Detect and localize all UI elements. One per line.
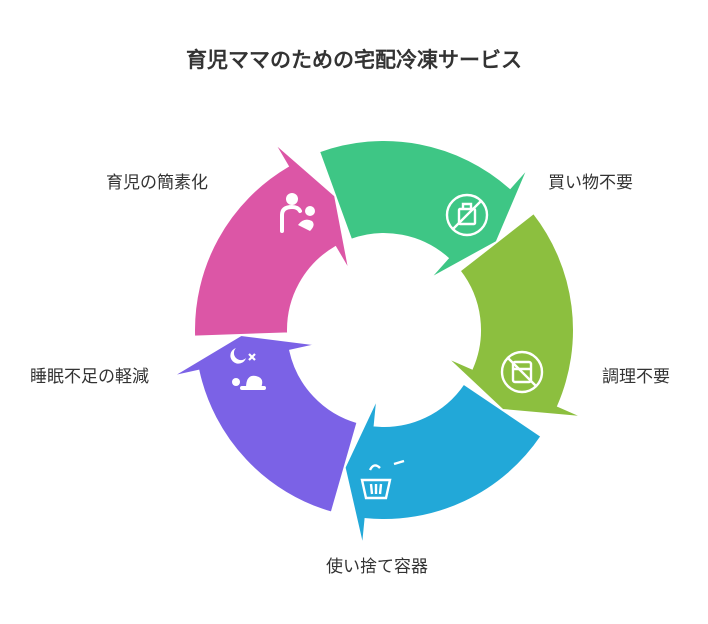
arrow-disposable-container (343, 382, 543, 548)
sleeping-person-icon (230, 348, 266, 390)
segment-label-childcare-simplify: 育児の簡素化 (106, 173, 208, 193)
parent-child-icon (280, 193, 315, 233)
trash-basket-icon (360, 459, 405, 500)
no-cooking-icon (500, 350, 544, 394)
arrow-no-shopping (317, 139, 530, 281)
segment-label-disposable-container: 使い捨て容器 (326, 557, 428, 577)
arrow-no-cooking (445, 211, 585, 419)
no-shopping-bag-icon (445, 193, 489, 237)
segment-label-no-shopping: 買い物不要 (548, 173, 633, 193)
arrow-sleep-relief (170, 333, 359, 514)
diagram-title: 育児ママのための宅配冷凍サービス (186, 48, 522, 72)
segment-label-no-cooking: 調理不要 (602, 367, 670, 387)
segment-label-sleep-relief: 睡眠不足の軽減 (30, 367, 149, 387)
arrow-childcare-simplify (193, 141, 351, 338)
